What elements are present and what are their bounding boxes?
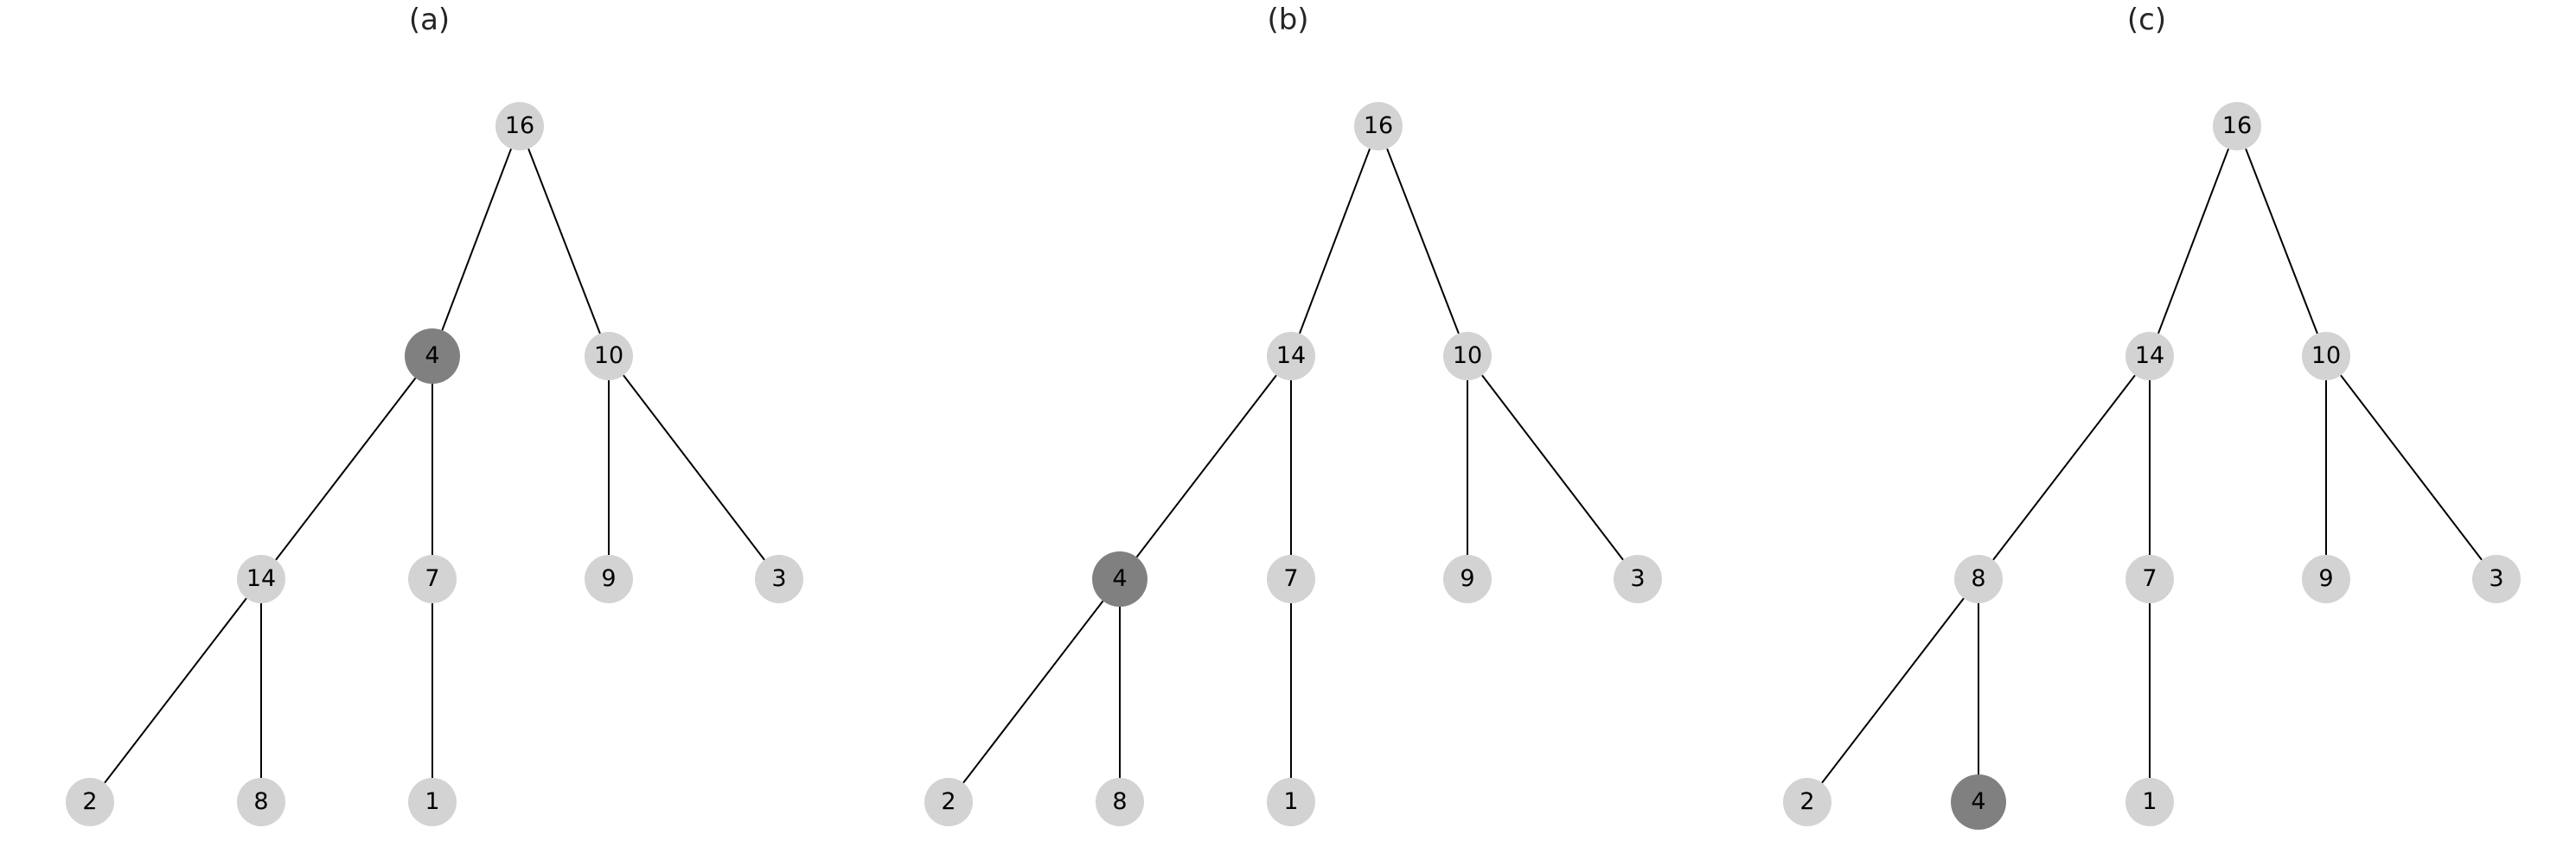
tree-node-label: 9 (1460, 564, 1475, 592)
tree-edge (2340, 374, 2483, 561)
tree-node[interactable]: 7 (408, 555, 457, 603)
tree-edges (962, 148, 1624, 784)
tree-node-label: 4 (1971, 787, 1986, 815)
tree-node-label: 14 (246, 564, 277, 592)
panel-title: (a) (408, 3, 451, 37)
tree-node-label: 10 (2311, 341, 2342, 369)
tree-edge (104, 597, 247, 784)
tree-node[interactable]: 3 (1614, 555, 1662, 603)
tree-edge (1135, 374, 1277, 558)
tree-node[interactable]: 3 (2472, 555, 2521, 603)
tree-edge (275, 377, 417, 561)
tree-node-label: 16 (2221, 111, 2253, 139)
tree-node[interactable]: 16 (1354, 102, 1403, 150)
tree-node[interactable]: 1 (1267, 778, 1315, 826)
panel-c: (c) 16 14 10 8 7 9 3 2 4 1 (1717, 0, 2576, 847)
tree-node-label: 4 (425, 341, 440, 369)
tree-node-label: 16 (504, 111, 535, 139)
tree-node-label: 3 (771, 564, 787, 592)
panel-title: (b) (1267, 3, 1309, 37)
tree-node[interactable]: 16 (2213, 102, 2261, 150)
tree-edge (1299, 148, 1371, 334)
panel-b: (b) 16 14 10 4 7 9 3 2 8 1 (859, 0, 1717, 847)
tree-edge (623, 374, 765, 561)
tree-node-label: 2 (82, 787, 98, 815)
tree-node-label: 2 (1799, 787, 1815, 815)
tree-node[interactable]: 1 (408, 778, 457, 826)
tree-node-label: 14 (1275, 341, 1307, 369)
tree-node[interactable]: 2 (1783, 778, 1831, 826)
tree-node[interactable]: 9 (2302, 555, 2350, 603)
tree-node[interactable]: 4 (1092, 551, 1147, 607)
tree-edge (441, 148, 512, 331)
tree-node[interactable]: 14 (2125, 332, 2174, 380)
panel-title: (c) (2126, 3, 2167, 37)
tree-edge (1481, 374, 1624, 561)
tree-node-label: 4 (1112, 564, 1128, 592)
tree-node-label: 8 (1112, 787, 1128, 815)
tree-node-label: 7 (425, 564, 440, 592)
tree-node-label: 8 (253, 787, 269, 815)
tree-node-label: 7 (2142, 564, 2157, 592)
tree-edge (2245, 148, 2318, 334)
tree-node[interactable]: 10 (2302, 332, 2350, 380)
tree-node[interactable]: 2 (924, 778, 973, 826)
tree-node-label: 10 (593, 341, 624, 369)
tree-edge (1386, 148, 1460, 334)
tree-node[interactable]: 10 (585, 332, 633, 380)
tree-node-label: 9 (2318, 564, 2334, 592)
tree-node[interactable]: 7 (2125, 555, 2174, 603)
tree-node[interactable]: 4 (405, 328, 460, 384)
tree-node-label: 1 (2142, 787, 2157, 815)
tree-node-label: 1 (1283, 787, 1299, 815)
tree-node[interactable]: 9 (585, 555, 633, 603)
tree-node[interactable]: 3 (755, 555, 803, 603)
tree-node-label: 9 (601, 564, 617, 592)
tree-edges (104, 148, 765, 784)
tree-node[interactable]: 4 (1951, 774, 2006, 830)
tree-node-label: 14 (2134, 341, 2165, 369)
tree-node-label: 3 (1630, 564, 1646, 592)
tree-node-label: 8 (1971, 564, 1986, 592)
tree-node[interactable]: 10 (1443, 332, 1492, 380)
tree-edge (1821, 597, 1965, 784)
tree-node-label: 16 (1363, 111, 1394, 139)
tree-edge (1992, 374, 2136, 561)
tree-node-label: 2 (941, 787, 956, 815)
tree-node[interactable]: 8 (1954, 555, 2003, 603)
tree-edge (2157, 148, 2229, 334)
tree-node[interactable]: 1 (2125, 778, 2174, 826)
tree-edges (1821, 148, 2483, 784)
tree-edge (527, 148, 601, 334)
tree-node[interactable]: 16 (495, 102, 544, 150)
tree-node[interactable]: 7 (1267, 555, 1315, 603)
tree-node[interactable]: 8 (237, 778, 285, 826)
tree-node-label: 10 (1452, 341, 1483, 369)
tree-node[interactable]: 2 (66, 778, 114, 826)
tree-node[interactable]: 8 (1096, 778, 1144, 826)
tree-edge (962, 600, 1104, 784)
tree-node[interactable]: 9 (1443, 555, 1492, 603)
tree-node-label: 1 (425, 787, 440, 815)
tree-node-label: 7 (1283, 564, 1299, 592)
panel-a: (a) 16 4 10 14 7 9 3 2 8 1 (0, 0, 859, 847)
tree-node[interactable]: 14 (237, 555, 285, 603)
tree-node-label: 3 (2489, 564, 2504, 592)
tree-node[interactable]: 14 (1267, 332, 1315, 380)
